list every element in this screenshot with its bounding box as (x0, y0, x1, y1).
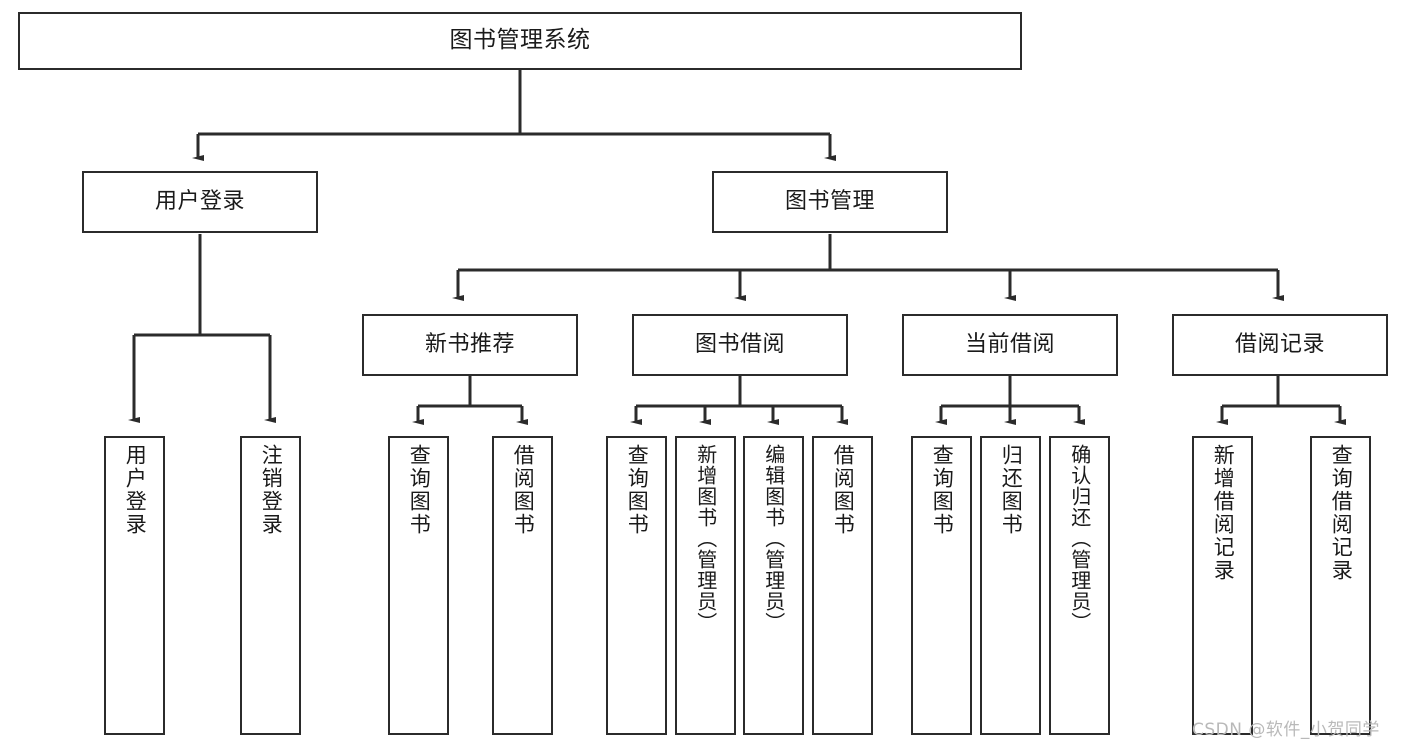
node-borrow-record[interactable]: 借阅记录 (1172, 314, 1388, 376)
node-user-login[interactable]: 用户登录 (82, 171, 318, 233)
leaf-confirm-return[interactable]: 确认归还（管理员） (1049, 436, 1110, 735)
leaf-borrow-book-recommend[interactable]: 借阅图书 (492, 436, 553, 735)
leaf-add-borrow-record[interactable]: 新增借阅记录 (1192, 436, 1253, 735)
node-book-manage[interactable]: 图书管理 (712, 171, 948, 233)
leaf-edit-book[interactable]: 编辑图书（管理员） (743, 436, 804, 735)
csdn-watermark: CSDN @软件_小贺同学 (1192, 720, 1380, 740)
node-root-system[interactable]: 图书管理系统 (18, 12, 1022, 70)
leaf-add-book[interactable]: 新增图书（管理员） (675, 436, 736, 735)
node-label: 查询图书 (625, 444, 650, 536)
node-label: 新增借阅记录 (1211, 444, 1236, 582)
node-label: 新书推荐 (424, 332, 515, 358)
node-label: 图书管理系统 (449, 27, 591, 54)
node-label: 编辑图书（管理员） (761, 444, 786, 633)
leaf-borrow-book[interactable]: 借阅图书 (812, 436, 873, 735)
leaf-query-borrow-record[interactable]: 查询借阅记录 (1310, 436, 1371, 735)
node-label: 借阅图书 (831, 444, 856, 536)
node-current-borrow[interactable]: 当前借阅 (902, 314, 1118, 376)
node-label: 查询图书 (930, 444, 955, 536)
node-new-book-recommend[interactable]: 新书推荐 (362, 314, 578, 376)
node-label: 借阅图书 (511, 444, 536, 536)
node-label: 用户登录 (154, 189, 245, 215)
node-label: 归还图书 (999, 444, 1024, 536)
leaf-user-logout[interactable]: 注销登录 (240, 436, 301, 735)
node-label: 用户登录 (123, 444, 148, 536)
node-label: 查询借阅记录 (1329, 444, 1354, 582)
leaf-user-login[interactable]: 用户登录 (104, 436, 165, 735)
node-label: 借阅记录 (1234, 332, 1325, 358)
node-label: 当前借阅 (964, 332, 1055, 358)
leaf-query-book-recommend[interactable]: 查询图书 (388, 436, 449, 735)
node-label: 新增图书（管理员） (693, 444, 718, 633)
node-label: 确认归还（管理员） (1067, 444, 1092, 633)
node-label: 注销登录 (259, 444, 284, 536)
leaf-query-book-current[interactable]: 查询图书 (911, 436, 972, 735)
node-label: 图书管理 (784, 189, 875, 215)
leaf-return-book[interactable]: 归还图书 (980, 436, 1041, 735)
node-book-borrow[interactable]: 图书借阅 (632, 314, 848, 376)
node-label: 图书借阅 (694, 332, 785, 358)
leaf-query-book-borrow[interactable]: 查询图书 (606, 436, 667, 735)
node-label: 查询图书 (407, 444, 432, 536)
